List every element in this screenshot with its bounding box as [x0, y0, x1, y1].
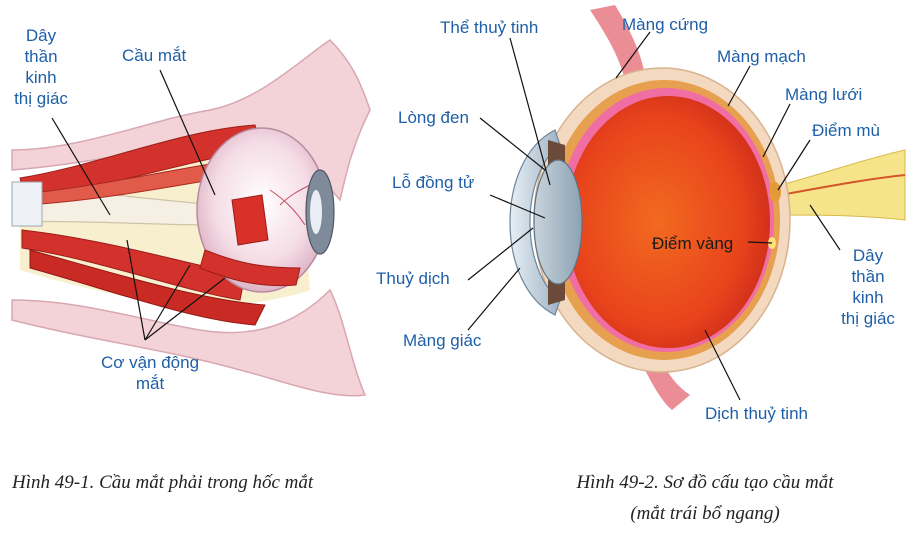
label-vitreous: Dịch thuỷ tinh — [705, 404, 808, 423]
label-choroid: Màng mạch — [717, 47, 806, 66]
lens — [533, 159, 583, 285]
label-retina: Màng lưới — [785, 85, 863, 104]
muscle-lower — [21, 229, 246, 301]
label-lens: Thể thuỷ tinh — [440, 18, 539, 37]
figure1-illustration — [11, 39, 371, 397]
label-macula: Điểm vàng — [652, 234, 734, 253]
cornea-2 — [509, 129, 561, 316]
label-eyeball: Cầu mắt — [122, 46, 187, 65]
orbit-bone-lower — [11, 288, 367, 397]
label-sclera: Màng cứng — [622, 15, 709, 34]
label-cornea: Màng giác — [403, 331, 482, 350]
label-pupil: Lỗ đồng tử — [392, 173, 475, 192]
label-eye-muscles: Cơ vận động mắt — [100, 353, 200, 393]
vitreous-body — [566, 96, 770, 348]
label-optic-nerve-2: Dây thần kinh thị giác — [841, 246, 895, 328]
muscle-lateral — [199, 249, 301, 287]
muscle-inferior — [29, 249, 266, 326]
label-blind-spot: Điểm mù — [812, 121, 881, 140]
figure2-illustration — [467, 5, 906, 410]
muscle-top-2 — [590, 5, 645, 80]
label-iris: Lòng đen — [398, 108, 469, 127]
caption-figure1: Hình 49-1. Cầu mắt phải trong hốc mắt — [12, 472, 314, 493]
label-optic-nerve-1: Dây thần kinh thị giác — [14, 26, 68, 108]
label-aqueous: Thuỷ dịch — [376, 269, 450, 288]
caption-figure2-line1: Hình 49-2. Sơ đồ cấu tạo cầu mắt — [576, 472, 834, 493]
caption-figure2-line2: (mắt trái bổ ngang) — [630, 503, 780, 524]
muscle-on-ball — [231, 194, 269, 246]
nerve-cap — [11, 181, 43, 227]
blind-spot — [769, 182, 781, 202]
